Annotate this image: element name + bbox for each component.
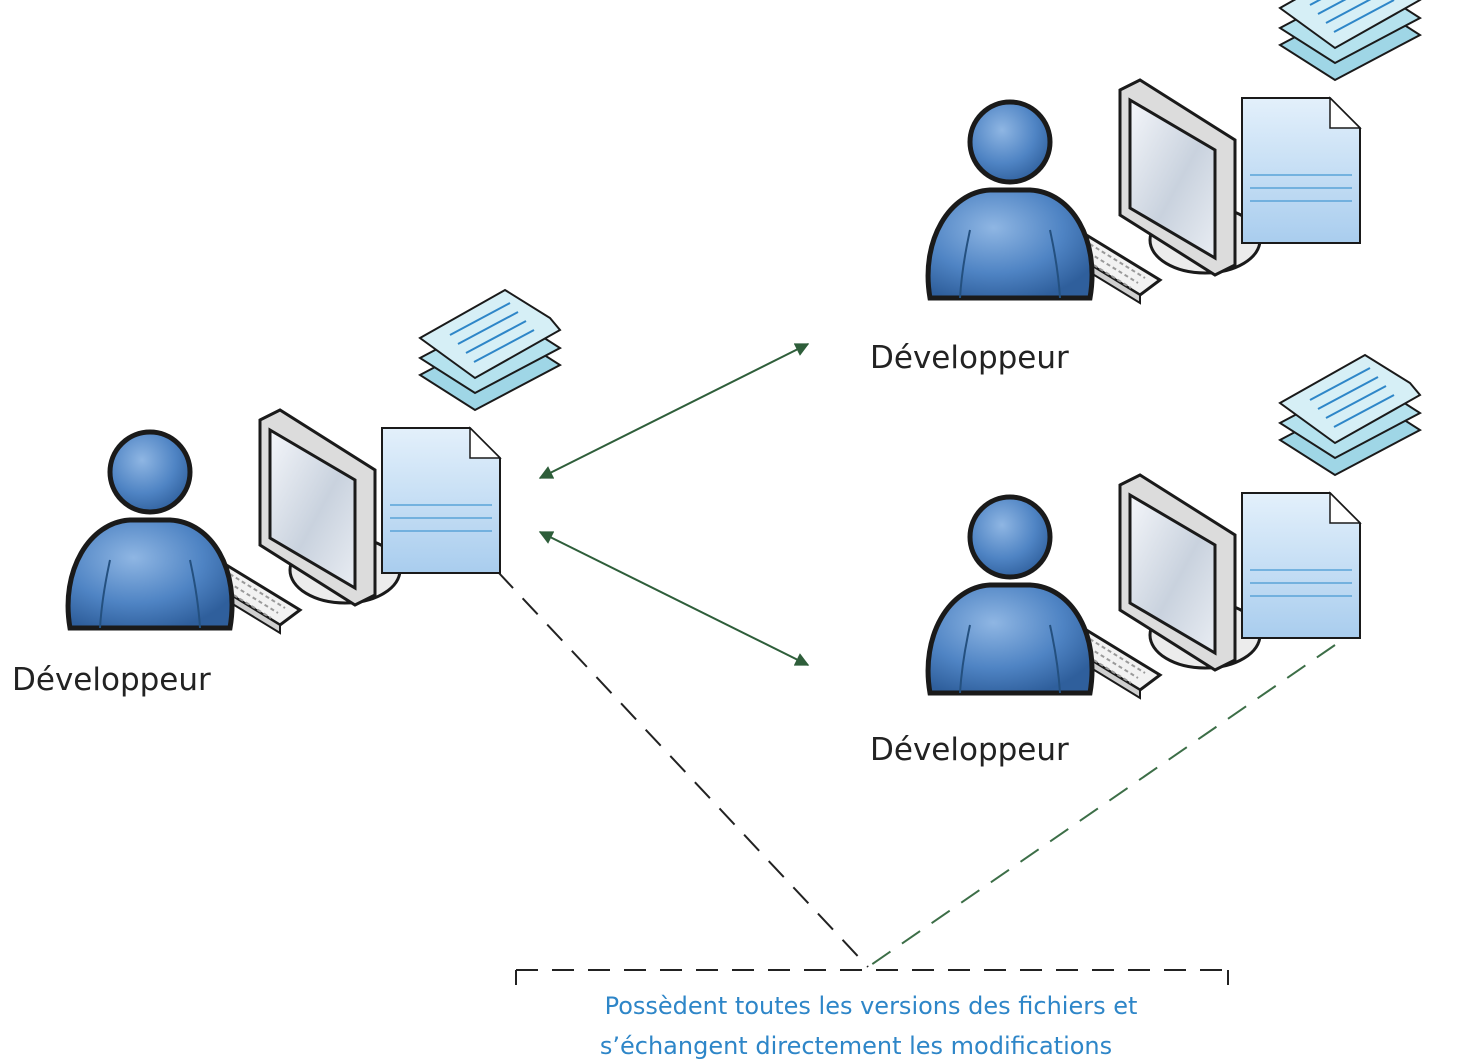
dashed-connector-right bbox=[867, 644, 1336, 968]
exchange-arrow-top bbox=[538, 343, 810, 479]
exchange-arrow-bottom bbox=[538, 531, 810, 666]
caption-line-2: s’échangent directement les modification… bbox=[600, 1032, 1112, 1060]
caption-line-1: Possèdent toutes les versions des fichie… bbox=[605, 992, 1138, 1020]
caption-bracket bbox=[515, 969, 1229, 985]
node-label: Développeur bbox=[870, 340, 1069, 376]
developer-node-bottom-right: Développeur bbox=[870, 355, 1420, 768]
dashed-connector-left bbox=[497, 571, 869, 968]
node-label: Développeur bbox=[870, 732, 1069, 768]
developer-node-left: Développeur bbox=[12, 290, 560, 698]
node-label: Développeur bbox=[12, 662, 211, 698]
developer-node-top-right: Développeur bbox=[870, 0, 1420, 376]
